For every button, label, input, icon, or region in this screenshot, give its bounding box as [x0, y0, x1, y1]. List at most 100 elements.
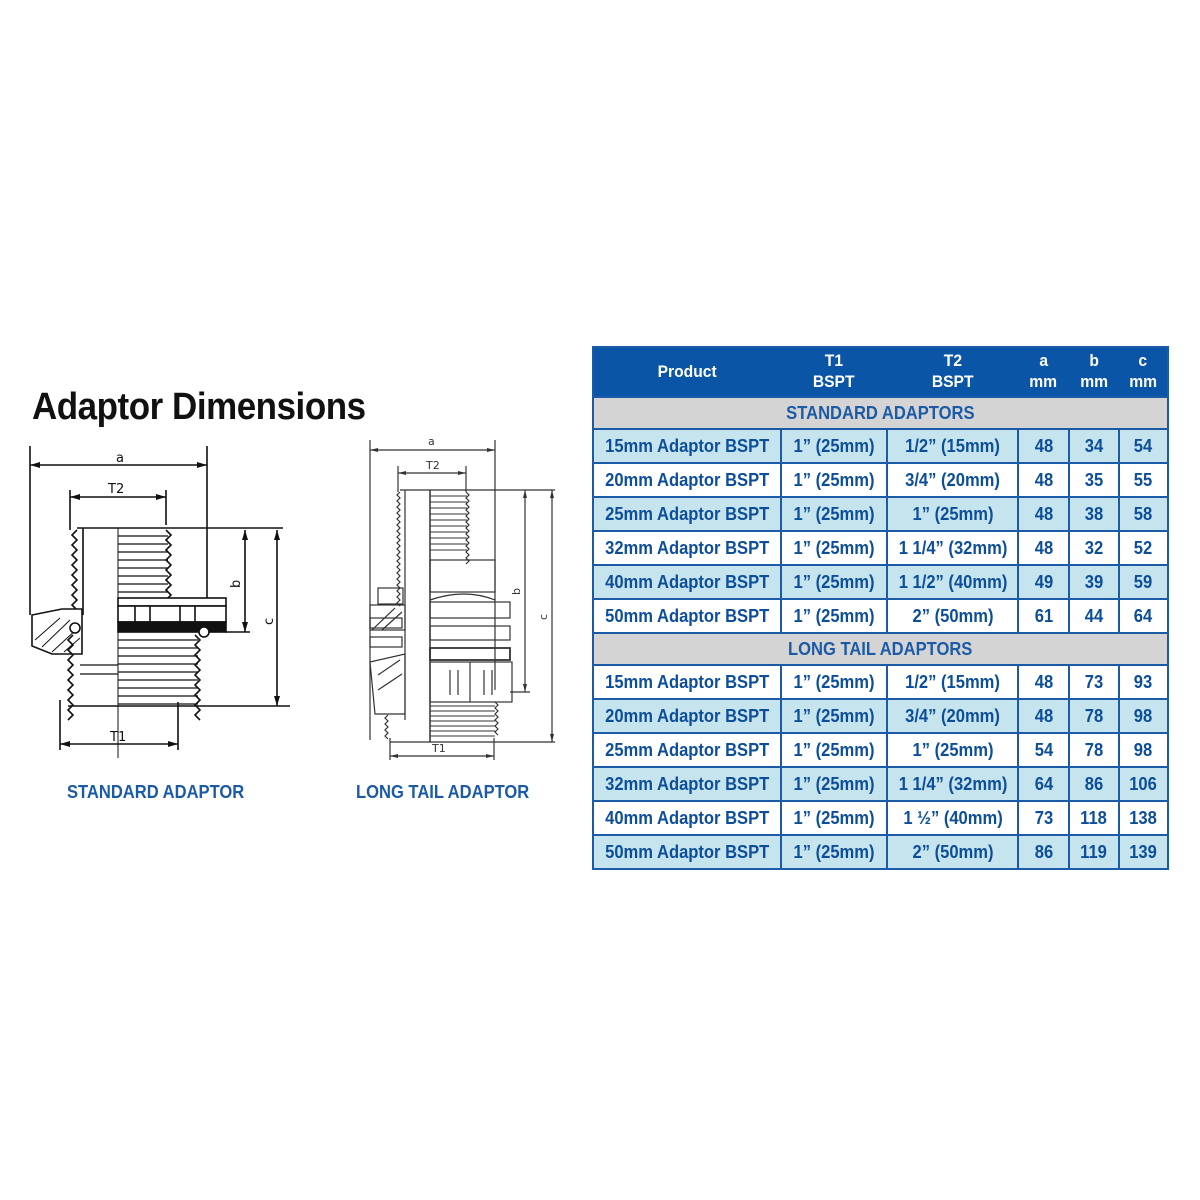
cell-c: 98 [1117, 732, 1170, 768]
dim-label-t2: T2 [425, 459, 440, 472]
cell-c: 98 [1117, 698, 1170, 734]
standard-adaptor-caption: STANDARD ADAPTOR [67, 782, 245, 802]
cell-product: 32mm Adaptor BSPT [592, 766, 782, 802]
cell-t1: 1” (25mm) [779, 564, 889, 600]
cell-a: 73 [1017, 800, 1070, 836]
cell-t1: 1” (25mm) [779, 462, 889, 498]
cell-t1: 1” (25mm) [779, 800, 889, 836]
cell-a: 61 [1017, 598, 1070, 634]
cell-b: 35 [1067, 462, 1120, 498]
dim-label-b: b [229, 580, 244, 588]
cell-c: 138 [1117, 800, 1170, 836]
dim-label-c: c [537, 614, 550, 620]
cell-t2: 1/2” (15mm) [885, 428, 1020, 464]
standard-adaptor-drawing: a T2 b c T1 [29, 446, 290, 758]
cell-t1: 1” (25mm) [779, 766, 889, 802]
cell-t1: 1” (25mm) [779, 834, 889, 870]
cell-b: 34 [1067, 428, 1120, 464]
cell-t2: 1/2” (15mm) [885, 664, 1020, 700]
cell-t1: 1” (25mm) [779, 598, 889, 634]
cell-t2: 1 1/4” (32mm) [885, 530, 1020, 566]
cell-b: 39 [1067, 564, 1120, 600]
cell-c: 139 [1117, 834, 1170, 870]
cell-c: 93 [1117, 664, 1170, 700]
page-title: Adaptor Dimensions [32, 386, 366, 428]
cell-a: 48 [1017, 462, 1070, 498]
cell-product: 25mm Adaptor BSPT [592, 496, 782, 532]
dim-label-t2: T2 [107, 482, 124, 497]
dim-label-t1: T1 [431, 742, 446, 755]
cell-a: 49 [1017, 564, 1070, 600]
dim-label-t1: T1 [109, 730, 126, 745]
section-header-row: STANDARD ADAPTORS [592, 396, 1169, 430]
cell-product: 20mm Adaptor BSPT [592, 698, 782, 734]
cell-a: 86 [1017, 834, 1070, 870]
section-title: LONG TAIL ADAPTORS [592, 632, 1169, 666]
cell-b: 38 [1067, 496, 1120, 532]
cell-a: 64 [1017, 766, 1070, 802]
cell-b: 78 [1067, 732, 1120, 768]
cell-t2: 1” (25mm) [885, 496, 1020, 532]
cell-c: 54 [1117, 428, 1170, 464]
cell-t2: 2” (50mm) [885, 834, 1020, 870]
cell-t2: 3/4” (20mm) [885, 462, 1020, 498]
cell-c: 52 [1117, 530, 1170, 566]
cell-product: 50mm Adaptor BSPT [592, 598, 782, 634]
cell-b: 78 [1067, 698, 1120, 734]
cell-a: 54 [1017, 732, 1070, 768]
cell-a: 48 [1017, 664, 1070, 700]
cell-t1: 1” (25mm) [779, 428, 889, 464]
cell-b: 73 [1067, 664, 1120, 700]
dim-label-b: b [510, 588, 523, 595]
cell-c: 58 [1117, 496, 1170, 532]
cell-t2: 2” (50mm) [885, 598, 1020, 634]
section-header-row: LONG TAIL ADAPTORS [592, 632, 1169, 666]
cell-t1: 1” (25mm) [779, 698, 889, 734]
cell-b: 86 [1067, 766, 1120, 802]
section-title: STANDARD ADAPTORS [592, 396, 1169, 430]
dim-label-a: a [116, 451, 124, 466]
cell-t1: 1” (25mm) [779, 496, 889, 532]
cell-c: 64 [1117, 598, 1170, 634]
cell-product: 50mm Adaptor BSPT [592, 834, 782, 870]
cell-product: 15mm Adaptor BSPT [592, 664, 782, 700]
header-product: Product [593, 347, 781, 397]
cell-b: 44 [1067, 598, 1120, 634]
cell-b: 32 [1067, 530, 1120, 566]
cell-t2: 1 ½” (40mm) [885, 800, 1020, 836]
cell-t1: 1” (25mm) [779, 732, 889, 768]
cell-t2: 1 1/2” (40mm) [885, 564, 1020, 600]
cell-a: 48 [1017, 530, 1070, 566]
cell-c: 106 [1117, 766, 1170, 802]
cell-c: 59 [1117, 564, 1170, 600]
cell-a: 48 [1017, 428, 1070, 464]
cell-product: 40mm Adaptor BSPT [592, 564, 782, 600]
cell-product: 40mm Adaptor BSPT [592, 800, 782, 836]
cell-b: 119 [1067, 834, 1120, 870]
dim-label-c: c [262, 618, 277, 625]
long-tail-adaptor-caption: LONG TAIL ADAPTOR [356, 782, 530, 802]
cell-product: 25mm Adaptor BSPT [592, 732, 782, 768]
long-tail-t1-dimension: T1 [389, 738, 495, 760]
cell-product: 20mm Adaptor BSPT [592, 462, 782, 498]
cell-a: 48 [1017, 496, 1070, 532]
cell-t1: 1” (25mm) [779, 664, 889, 700]
